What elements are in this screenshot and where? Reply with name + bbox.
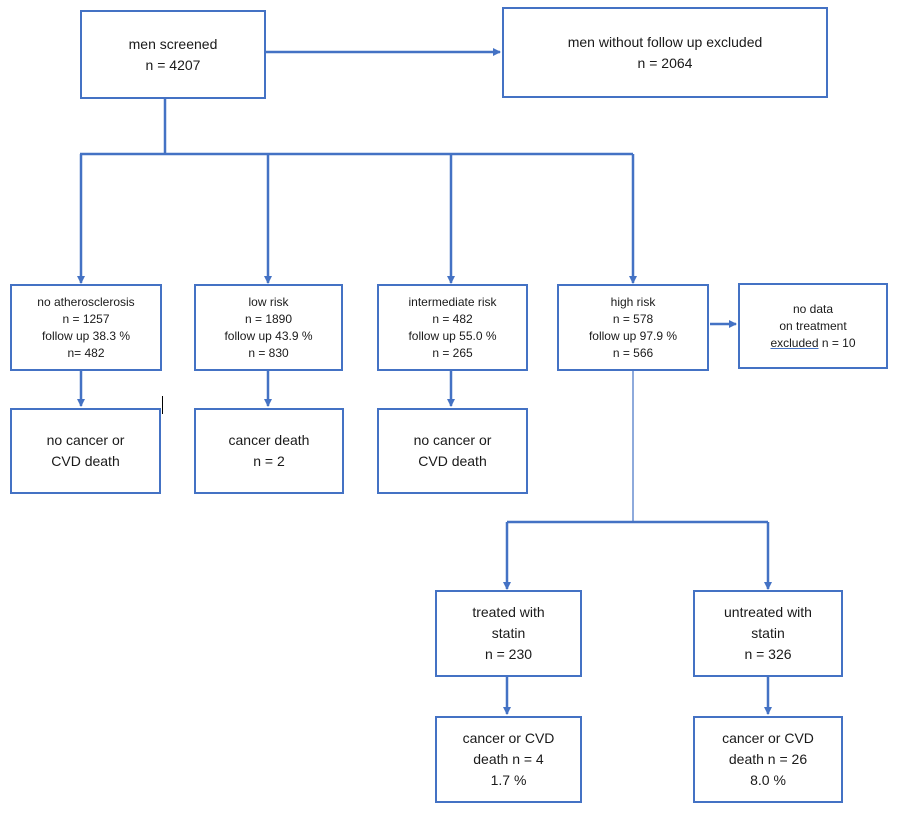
box-line: on treatment <box>779 318 847 333</box>
box-line: untreated with <box>724 604 812 620</box>
box-line: n = 830 <box>248 345 289 360</box>
box-line: n = 566 <box>612 345 654 360</box>
box-line: 1.7 % <box>490 772 527 788</box>
box-line-excluded: excluded n = 10 <box>770 335 855 352</box>
box-high-risk: high risk n = 578 follow up 97.9 % n = 5… <box>557 284 709 371</box>
box-line: high risk <box>610 294 656 309</box>
box-line: follow up 97.9 % <box>588 328 678 343</box>
box-line: CVD death <box>51 453 120 469</box>
box-line: n = 1257 <box>62 311 110 326</box>
box-line: n = 4207 <box>145 56 201 73</box>
box-outcome-no-atherosclerosis: no cancer or CVD death <box>10 408 161 494</box>
box-line: no data <box>792 301 834 316</box>
box-line: cancer or CVD <box>722 730 814 746</box>
box-outcome-untreated: cancer or CVD death n = 26 8.0 % <box>693 716 843 803</box>
box-line: 8.0 % <box>750 772 786 788</box>
box-line: treated with <box>472 604 545 620</box>
box-treated-with-statin: treated with statin n = 230 <box>435 590 582 677</box>
box-line: n = 326 <box>744 646 792 662</box>
box-line: intermediate risk <box>408 294 497 309</box>
box-line: no cancer or <box>46 432 125 448</box>
box-line: men screened <box>128 35 218 52</box>
box-line: statin <box>751 625 785 641</box>
box-line: n = 482 <box>432 311 473 326</box>
box-line: CVD death <box>418 453 487 469</box>
box-low-risk: low risk n = 1890 follow up 43.9 % n = 8… <box>194 284 343 371</box>
box-line: follow up 55.0 % <box>408 328 497 343</box>
box-line: death n = 4 <box>473 751 544 767</box>
box-line: n = 2 <box>253 453 285 469</box>
box-outcome-intermediate: no cancer or CVD death <box>377 408 528 494</box>
box-intermediate-risk: intermediate risk n = 482 follow up 55.0… <box>377 284 528 371</box>
box-line: statin <box>491 625 526 641</box>
excluded-count: n = 10 <box>818 335 856 350</box>
box-line: cancer or CVD <box>462 730 555 746</box>
box-outcome-treated: cancer or CVD death n = 4 1.7 % <box>435 716 582 803</box>
box-line: follow up 43.9 % <box>224 328 313 343</box>
excluded-label: excluded <box>770 335 819 350</box>
box-line: men without follow up excluded <box>567 33 763 50</box>
box-line: n = 230 <box>484 646 533 662</box>
box-line: n = 1890 <box>244 311 293 326</box>
box-line: death n = 26 <box>728 751 808 767</box>
box-outcome-low-risk: cancer death n = 2 <box>194 408 344 494</box>
text-cursor <box>162 396 163 414</box>
box-no-treatment-data: no data on treatment excluded n = 10 <box>738 283 888 369</box>
box-line: no atherosclerosis <box>37 294 135 309</box>
box-line: no cancer or <box>413 432 492 448</box>
box-line: n = 2064 <box>637 54 693 71</box>
box-excluded-no-follow-up: men without follow up excluded n = 2064 <box>502 7 828 98</box>
box-line: follow up 38.3 % <box>41 328 131 343</box>
box-line: n= 482 <box>67 345 105 360</box>
box-no-atherosclerosis: no atherosclerosis n = 1257 follow up 38… <box>10 284 162 371</box>
box-line: n = 578 <box>612 311 654 326</box>
box-line: low risk <box>248 294 289 309</box>
box-men-screened: men screened n = 4207 <box>80 10 266 99</box>
box-line: n = 265 <box>432 345 473 360</box>
box-untreated-with-statin: untreated with statin n = 326 <box>693 590 843 677</box>
box-line: cancer death <box>228 432 310 448</box>
